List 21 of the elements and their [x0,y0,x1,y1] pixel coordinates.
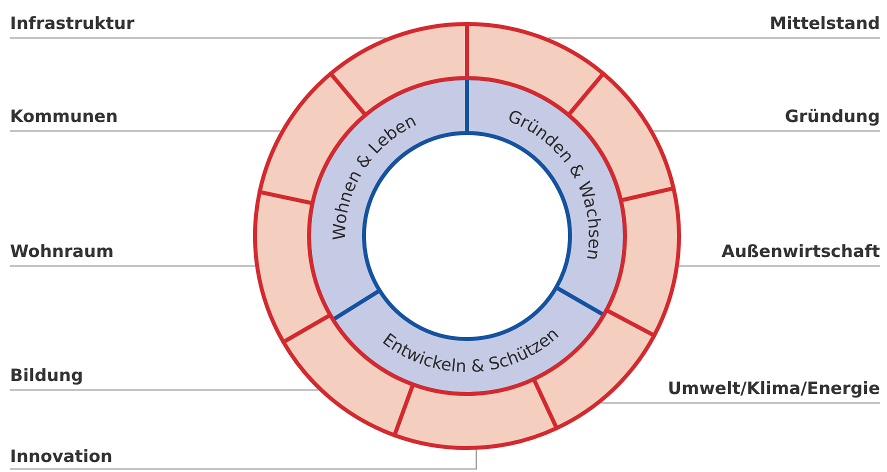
leader-line [10,389,318,391]
category-label: Wohnraum [10,242,114,262]
leader-line [10,265,256,267]
category-label: Innovation [10,447,112,467]
leader-line [10,37,386,39]
category-label: Infrastruktur [10,14,134,34]
ring-segment [392,377,559,450]
ring-segment [328,22,469,117]
category-label: Außenwirtschaft [722,242,880,262]
category-label: Gründung [784,107,880,127]
leader-line [10,450,477,470]
category-label: Bildung [10,366,84,386]
leader-line [653,130,880,132]
category-label: Kommunen [10,107,118,127]
leader-line [678,265,880,267]
category-label: Umwelt/Klima/Energie [668,379,880,399]
leader-line [600,402,880,404]
ring-segment [604,186,681,338]
leader-line [10,130,281,132]
category-label: Mittelstand [770,14,880,34]
leader-line [548,37,880,39]
